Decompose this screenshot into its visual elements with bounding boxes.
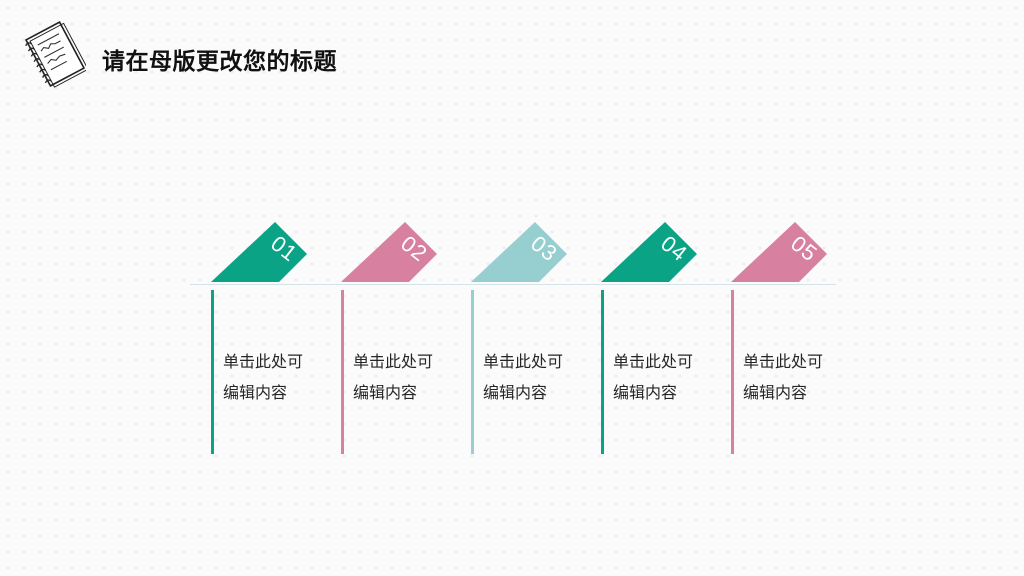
step-03: 03 单击此处可 编辑内容 [471, 222, 601, 462]
step-tag-shape [731, 222, 827, 282]
step-text[interactable]: 单击此处可 编辑内容 [483, 352, 564, 402]
step-text[interactable]: 单击此处可 编辑内容 [353, 352, 434, 402]
step-bar [731, 290, 734, 454]
step-tag-shape [471, 222, 567, 282]
step-bar [341, 290, 344, 454]
step-tag [341, 222, 437, 282]
notebook-icon [24, 21, 86, 88]
timeline-line [190, 284, 836, 285]
step-tag [731, 222, 827, 282]
slide-header: 请在母版更改您的标题 [24, 18, 624, 90]
step-bar [601, 290, 604, 454]
step-01: 01 单击此处可 编辑内容 [211, 222, 341, 462]
step-tag [211, 222, 307, 282]
step-bar [471, 290, 474, 454]
step-tag-shape [601, 222, 697, 282]
step-tag [471, 222, 567, 282]
step-tag-shape [211, 222, 307, 282]
slide-title[interactable]: 请在母版更改您的标题 [102, 49, 337, 75]
step-04: 04 单击此处可 编辑内容 [601, 222, 731, 462]
step-text[interactable]: 单击此处可 编辑内容 [223, 352, 304, 402]
step-tag [601, 222, 697, 282]
step-text[interactable]: 单击此处可 编辑内容 [613, 352, 694, 402]
step-05: 05 单击此处可 编辑内容 [731, 222, 861, 462]
step-tag-shape [341, 222, 437, 282]
step-02: 02 单击此处可 编辑内容 [341, 222, 471, 462]
step-text[interactable]: 单击此处可 编辑内容 [743, 352, 824, 402]
step-bar [211, 290, 214, 454]
